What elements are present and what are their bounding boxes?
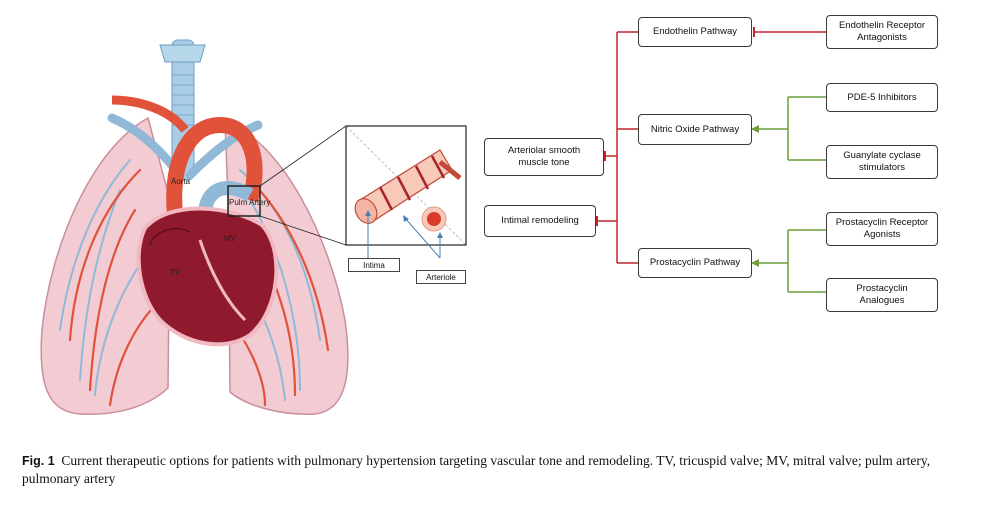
target-smooth-muscle-tone: Arteriolar smooth muscle tone [484, 138, 604, 176]
endothelin-receptor-antagonists: Endothelin Receptor Antagonists [826, 15, 938, 49]
label-intima: Intima [348, 258, 400, 272]
nitric-oxide-pathway: Nitric Oxide Pathway [638, 114, 752, 145]
prostacyclin-receptor-agonists: Prostacyclin Receptor Agonists [826, 212, 938, 246]
arteriole-tube [354, 149, 462, 224]
endothelin-pathway: Endothelin Pathway [638, 17, 752, 47]
figure-label: Fig. 1 [22, 454, 55, 468]
guanylate-cyclase-stimulators: Guanylate cyclase stimulators [826, 145, 938, 179]
prostacyclin-pathway: Prostacyclin Pathway [638, 248, 752, 278]
figure-caption: Fig. 1 Current therapeutic options for p… [22, 452, 962, 488]
label-pulm-artery: Pulm Artery [229, 198, 271, 207]
label-arteriole: Arteriole [416, 270, 466, 284]
prostacyclin-analogues: Prostacyclin Analogues [826, 278, 938, 312]
left-lung [40, 116, 171, 415]
label-aorta: Aorta [171, 177, 191, 186]
zoom-region [227, 185, 261, 217]
caption-text: Current therapeutic options for patients… [22, 453, 931, 486]
label-tv: TV [170, 268, 181, 277]
target-intimal-remodeling: Intimal remodeling [484, 205, 596, 237]
pde5-inhibitors: PDE-5 Inhibitors [826, 83, 938, 112]
aorta [166, 116, 263, 216]
heart [136, 206, 279, 347]
label-mv: MV [224, 234, 236, 243]
